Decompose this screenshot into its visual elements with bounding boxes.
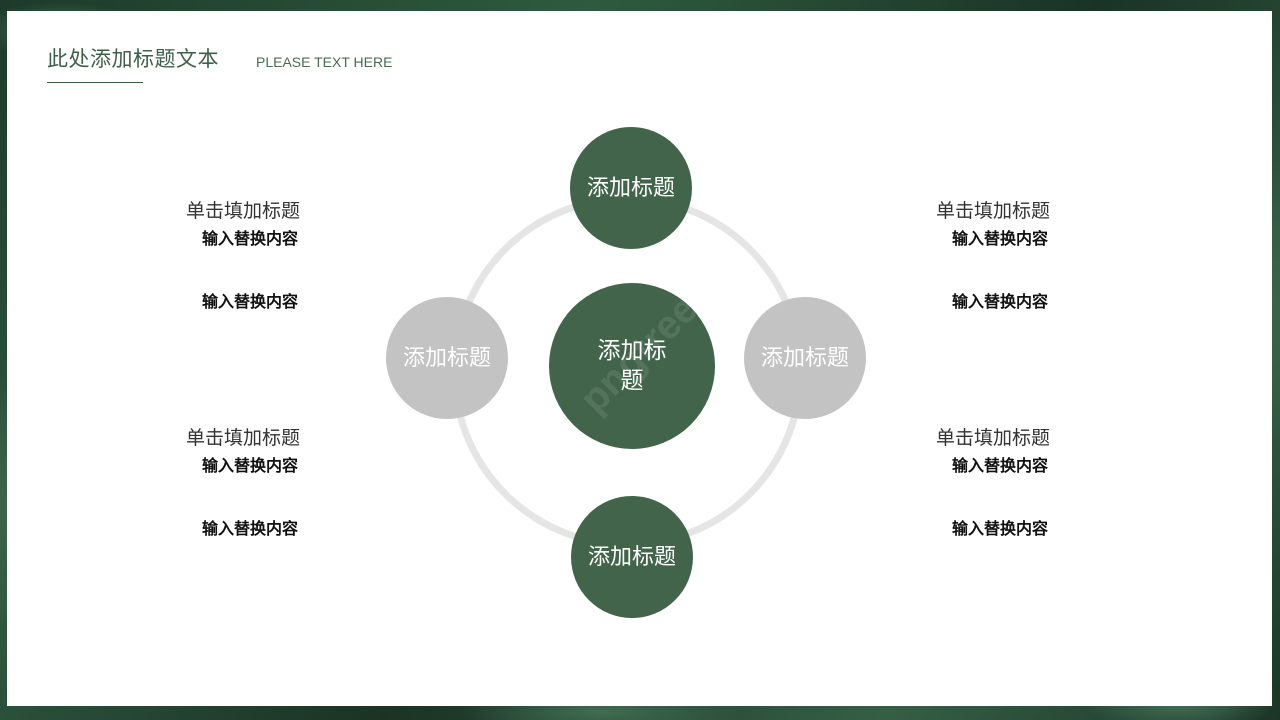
node-right: 添加标题 [744, 297, 866, 419]
block-heading: 单击填加标题 [185, 427, 300, 449]
block-heading: 单击填加标题 [185, 200, 300, 222]
text-block-top-right: 单击填加标题 输入替换内容 输入替换内容 [850, 198, 1050, 313]
block-line: 输入替换内容 [201, 229, 298, 248]
node-center: 添加标题 [549, 283, 715, 449]
block-line: 输入替换内容 [951, 229, 1048, 248]
slide-subtitle: PLEASE TEXT HERE [256, 54, 393, 70]
block-line: 输入替换内容 [951, 519, 1048, 538]
block-line: 输入替换内容 [951, 456, 1048, 475]
title-underline [47, 82, 143, 83]
slide-title: 此处添加标题文本 [47, 47, 219, 71]
text-block-bottom-right: 单击填加标题 输入替换内容 输入替换内容 [850, 425, 1050, 540]
node-left: 添加标题 [386, 297, 508, 419]
block-line: 输入替换内容 [201, 292, 298, 311]
block-line: 输入替换内容 [201, 456, 298, 475]
block-heading: 单击填加标题 [935, 200, 1050, 222]
text-block-bottom-left: 单击填加标题 输入替换内容 输入替换内容 [100, 425, 300, 540]
block-line: 输入替换内容 [951, 292, 1048, 311]
node-right-label: 添加标题 [760, 345, 849, 371]
block-line: 输入替换内容 [201, 519, 298, 538]
node-top: 添加标题 [570, 127, 692, 249]
node-bottom: 添加标题 [571, 496, 693, 618]
node-top-label: 添加标题 [586, 175, 675, 201]
node-center-label: 添加标题 [597, 338, 667, 394]
text-block-top-left: 单击填加标题 输入替换内容 输入替换内容 [100, 198, 300, 313]
node-left-label: 添加标题 [402, 345, 491, 371]
node-bottom-label: 添加标题 [587, 544, 676, 570]
block-heading: 单击填加标题 [935, 427, 1050, 449]
